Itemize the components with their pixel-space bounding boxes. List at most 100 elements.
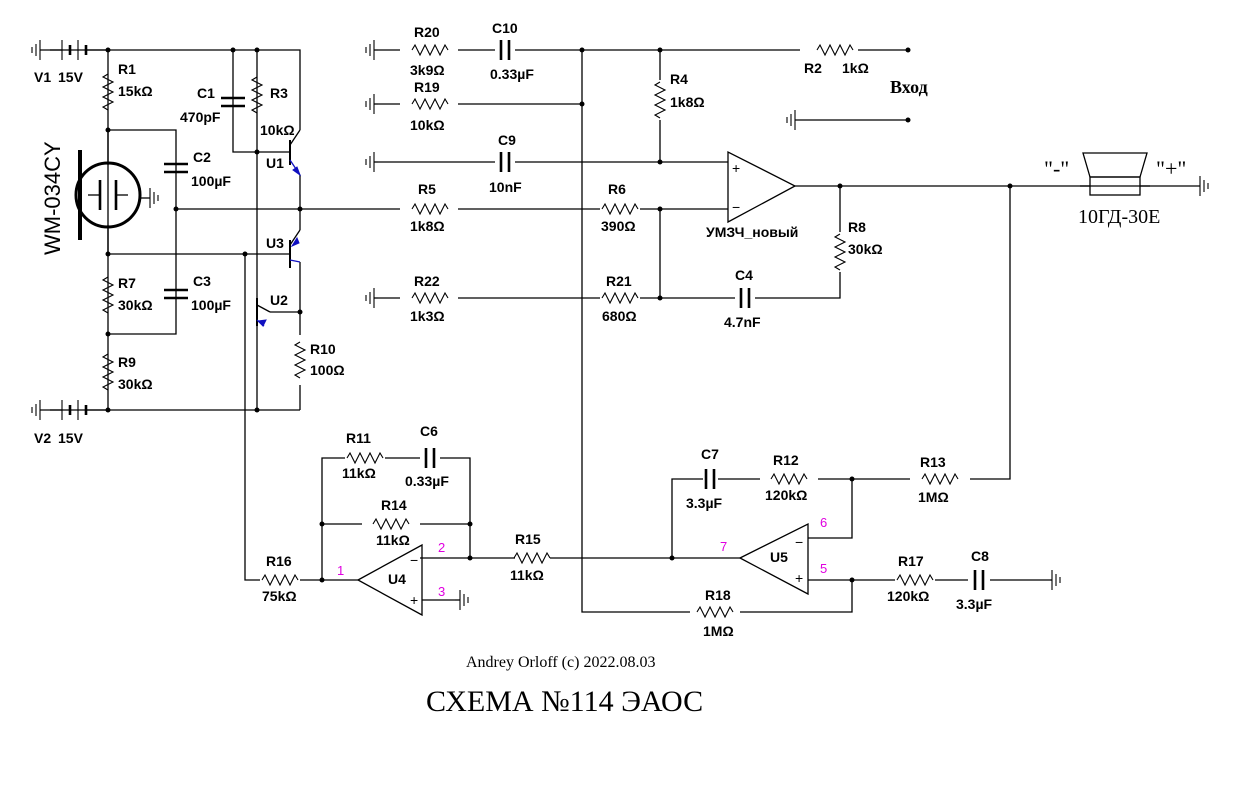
opamp-u4: − + U4 1 2 3	[337, 540, 445, 617]
r6-ref: R6	[608, 181, 626, 197]
battery-v1: V1 15V	[31, 39, 108, 85]
author-credit: Andrey Orloff (c) 2022.08.03	[466, 654, 655, 671]
c4-value: 4.7nF	[724, 314, 761, 330]
amp-label: УМЗЧ_новый	[706, 224, 798, 240]
r20-value: 3k9Ω	[410, 62, 445, 78]
svg-text:−: −	[795, 534, 803, 550]
transistor-u1: U1	[257, 129, 302, 177]
resistor-r20: R20 3k9Ω	[410, 24, 449, 78]
r3-value: 10kΩ	[260, 122, 295, 138]
u5-pin5: 5	[820, 561, 827, 576]
r3-ref: R3	[270, 85, 288, 101]
resistor-r3: R3 10kΩ	[251, 76, 295, 138]
r5-ref: R5	[418, 181, 436, 197]
c3-value: 100µF	[191, 297, 231, 313]
speaker-plus: "+"	[1156, 156, 1186, 181]
r13-value: 1MΩ	[918, 489, 949, 505]
c9-ref: C9	[498, 132, 516, 148]
resistor-r9: R9 30kΩ	[102, 353, 153, 392]
c10-value: 0.33µF	[490, 66, 534, 82]
r22-value: 1k3Ω	[410, 308, 445, 324]
r18-ref: R18	[705, 587, 731, 603]
r13-ref: R13	[920, 454, 946, 470]
r17-value: 120kΩ	[887, 588, 929, 604]
u5-pin7: 7	[720, 539, 727, 554]
r8-ref: R8	[848, 219, 866, 235]
capacitor-c9: C9 10nF	[489, 132, 522, 195]
c6-ref: C6	[420, 423, 438, 439]
v2-value: 15V	[58, 430, 84, 446]
input-label: Вход	[890, 77, 928, 97]
svg-text:−: −	[410, 552, 418, 568]
v1-label: V1	[34, 69, 51, 85]
capacitor-c2: C2 100µF	[162, 149, 231, 189]
r9-value: 30kΩ	[118, 376, 153, 392]
capacitor-c8: C8 3.3µF	[956, 548, 993, 612]
r12-ref: R12	[773, 452, 799, 468]
r16-ref: R16	[266, 553, 292, 569]
r2-ref: R2	[804, 60, 822, 76]
r22-ref: R22	[414, 273, 440, 289]
power-amplifier: + − УМЗЧ_новый	[706, 150, 798, 240]
svg-text:−: −	[732, 199, 740, 215]
r14-ref: R14	[381, 497, 407, 513]
junctions	[105, 47, 1013, 583]
transistor-u2: U2	[256, 292, 288, 327]
svg-text:+: +	[732, 160, 740, 176]
c8-value: 3.3µF	[956, 596, 993, 612]
mic-label: WM-034CY	[40, 141, 65, 255]
svg-text:+: +	[795, 570, 803, 586]
speaker-name: 10ГД-30Е	[1078, 206, 1160, 228]
resistor-r12: R12 120kΩ	[765, 452, 808, 503]
resistor-r18: R18 1MΩ	[696, 587, 734, 639]
r4-value: 1k8Ω	[670, 94, 705, 110]
r1-value: 15kΩ	[118, 83, 153, 99]
resistor-r13: R13 1MΩ	[918, 454, 959, 505]
r4-ref: R4	[670, 71, 688, 87]
ground-symbols	[365, 39, 1209, 611]
r20-ref: R20	[414, 24, 440, 40]
schematic-title: СХЕМА №114 ЭАОС	[426, 685, 703, 718]
r12-value: 120kΩ	[765, 487, 807, 503]
r21-ref: R21	[606, 273, 632, 289]
u4-pin2: 2	[438, 540, 445, 555]
r16-value: 75kΩ	[262, 588, 297, 604]
u5-label: U5	[770, 549, 788, 565]
capacitor-c7: C7 3.3µF	[686, 446, 723, 511]
speaker-minus: "-"	[1044, 156, 1069, 181]
resistor-r16: R16 75kΩ	[261, 553, 299, 604]
r6-value: 390Ω	[601, 218, 636, 234]
c4-ref: C4	[735, 267, 753, 283]
c10-ref: C10	[492, 20, 518, 36]
u4-label: U4	[388, 571, 406, 587]
c8-ref: C8	[971, 548, 989, 564]
u5-pin6: 6	[820, 515, 827, 530]
c2-value: 100µF	[191, 173, 231, 189]
r11-value: 11kΩ	[342, 465, 376, 481]
u4-pin3: 3	[438, 584, 445, 599]
c2-ref: C2	[193, 149, 211, 165]
r9-ref: R9	[118, 354, 136, 370]
r21-value: 680Ω	[602, 308, 637, 324]
r10-value: 100Ω	[310, 362, 345, 378]
u4-pin1: 1	[337, 563, 344, 578]
resistor-r6: R6 390Ω	[601, 181, 639, 234]
transistor-u3: U3	[266, 229, 301, 268]
c6-value: 0.33µF	[405, 473, 449, 489]
c7-value: 3.3µF	[686, 495, 723, 511]
wires	[50, 49, 1200, 613]
r15-ref: R15	[515, 531, 541, 547]
microphone-wm034cy: WM-034CY	[40, 130, 159, 255]
capacitor-c1: C1 470pF	[180, 85, 247, 125]
c9-value: 10nF	[489, 179, 522, 195]
resistor-r8: R8 30kΩ	[834, 219, 883, 271]
r11-ref: R11	[346, 430, 371, 446]
resistor-r19: R19 10kΩ	[410, 79, 449, 133]
r7-value: 30kΩ	[118, 297, 153, 313]
r7-ref: R7	[118, 275, 136, 291]
resistor-r22: R22 1k3Ω	[410, 273, 449, 324]
u2-label: U2	[270, 292, 288, 308]
v1-value: 15V	[58, 69, 84, 85]
svg-text:+: +	[410, 592, 418, 608]
